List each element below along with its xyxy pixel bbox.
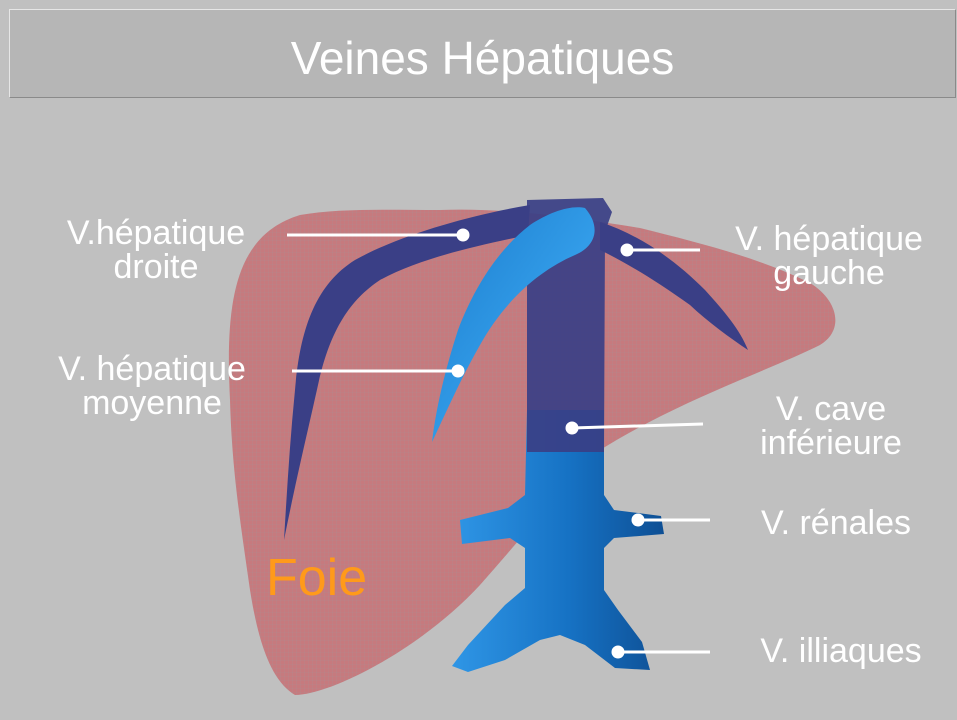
leader-dot-left-hepatic [622,245,632,255]
label-line-2: droite [36,250,276,284]
label-line-1: V.hépatique [36,216,276,250]
leader-dot-middle-hepatic [453,366,463,376]
label-line-1: V. rénales [736,506,936,540]
label-right-hepatic-vein: V.hépatique droite [36,216,276,284]
leader-dot-right-hepatic [458,230,468,240]
leader-dot-iliac [613,647,623,657]
label-line-1: V. hépatique [32,352,272,386]
label-renal-veins: V. rénales [736,506,936,540]
leader-dot-renal [633,515,643,525]
label-line-1: V. illiaques [736,634,946,668]
label-vena-cava: V. cave inférieure [726,392,936,460]
label-iliac-veins: V. illiaques [736,634,946,668]
label-liver: Foie [266,550,367,606]
label-line-2: moyenne [32,386,272,420]
label-middle-hepatic-vein: V. hépatique moyenne [32,352,272,420]
label-line-2: gauche [706,256,952,290]
label-line-2: inférieure [726,426,936,460]
label-line-1: V. hépatique [706,222,952,256]
label-left-hepatic-vein: V. hépatique gauche [706,222,952,290]
leader-dot-vena-cava [567,423,577,433]
label-line-1: V. cave [726,392,936,426]
